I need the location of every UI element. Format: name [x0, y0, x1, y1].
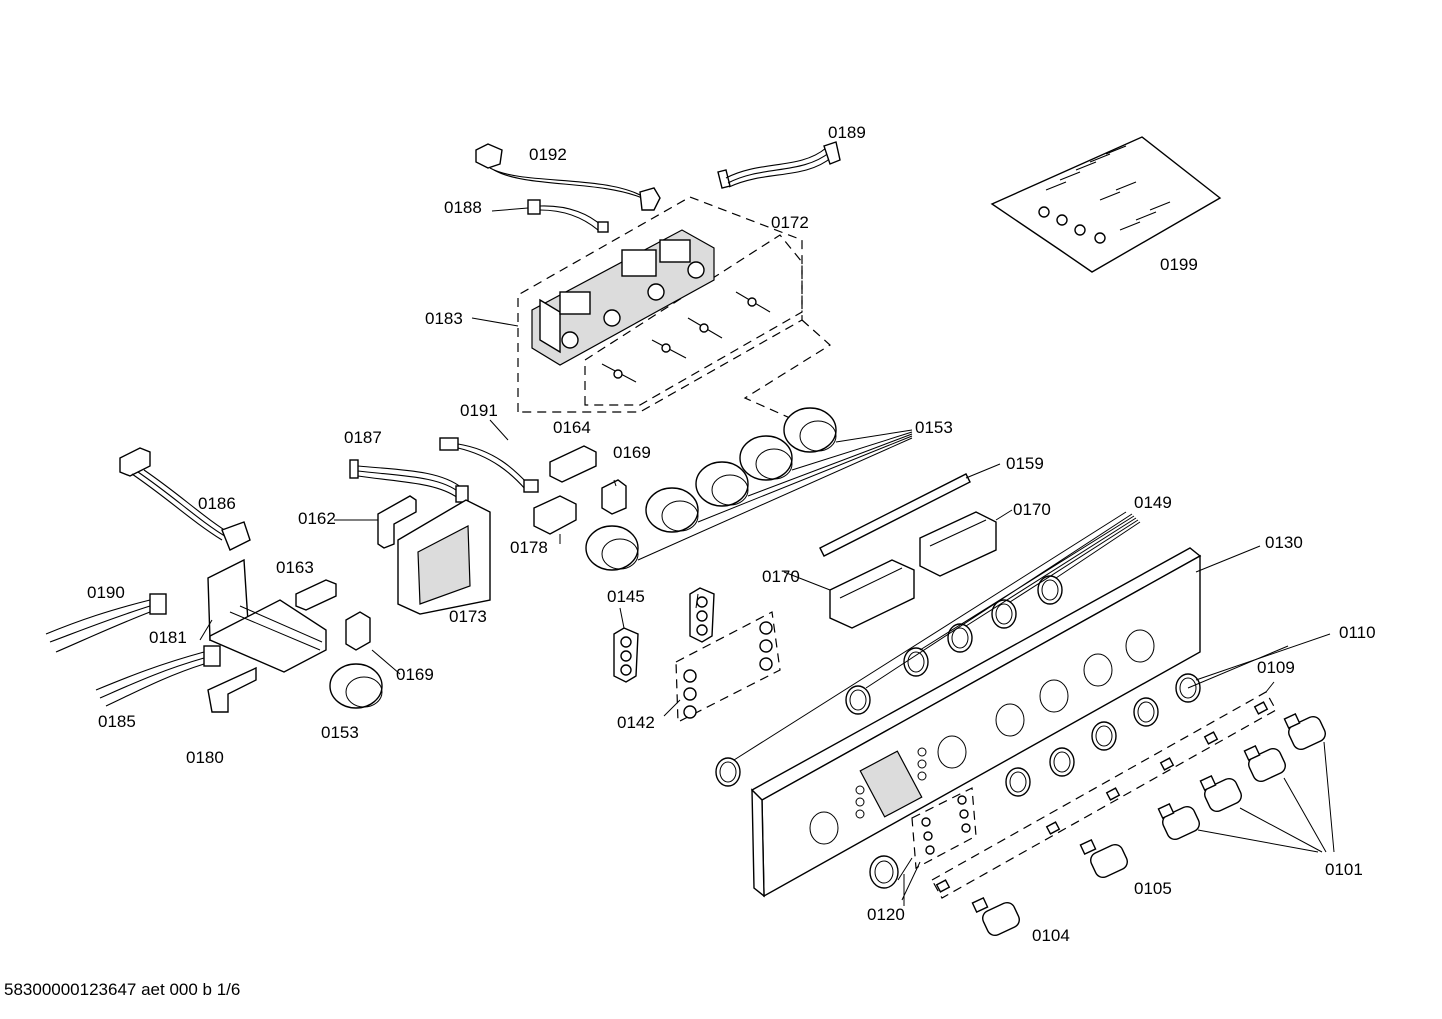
part-0145-grommet-strips — [613, 587, 715, 683]
label-0190: 0190 — [87, 583, 125, 602]
part-0101-knobs — [1157, 713, 1335, 853]
part-0169-holder-bottom — [345, 611, 371, 651]
part-0130-control-panel — [750, 547, 1202, 898]
part-0164-connector — [549, 445, 597, 483]
part-0120-ring-and-screws — [869, 787, 977, 901]
part-0109-insert-strip — [931, 681, 1277, 899]
label-0110: 0110 — [1339, 623, 1376, 642]
label-0162: 0162 — [298, 509, 336, 528]
label-0101: 0101 — [1325, 860, 1363, 879]
leader-lines — [199, 207, 1289, 906]
label-0188: 0188 — [444, 198, 482, 217]
label-0172: 0172 — [771, 213, 809, 232]
label-0169-top: 0169 — [613, 443, 651, 462]
part-0186-harness — [119, 447, 251, 551]
part-0180-bracket — [207, 666, 257, 713]
label-0191: 0191 — [460, 401, 498, 420]
part-0163-connector — [295, 579, 337, 611]
label-0173: 0173 — [449, 607, 487, 626]
part-labels: 0192 0189 0188 0172 0199 0183 0191 0153 … — [87, 123, 1376, 945]
label-0187: 0187 — [344, 428, 382, 447]
label-0189: 0189 — [828, 123, 866, 142]
part-0199-screw-bag — [990, 136, 1222, 273]
part-0183-control-module — [517, 196, 831, 419]
label-0120: 0120 — [867, 905, 905, 924]
label-0169-bottom: 0169 — [396, 665, 434, 684]
label-0185: 0185 — [98, 712, 136, 731]
label-0149: 0149 — [1134, 493, 1172, 512]
part-0162-bracket — [377, 495, 417, 549]
part-0172-spindles — [601, 291, 771, 383]
label-0183: 0183 — [425, 309, 463, 328]
label-0186: 0186 — [198, 494, 236, 513]
label-0105: 0105 — [1134, 879, 1172, 898]
label-0180: 0180 — [186, 748, 224, 767]
label-0170-right: 0170 — [1013, 500, 1051, 519]
label-0145: 0145 — [607, 587, 645, 606]
label-0178: 0178 — [510, 538, 548, 557]
part-0191-cable — [439, 437, 539, 493]
label-0181: 0181 — [149, 628, 187, 647]
part-0142-grommets — [675, 611, 781, 723]
part-0192-cable — [475, 143, 661, 211]
label-0159: 0159 — [1006, 454, 1044, 473]
part-0181-terminal-block — [207, 558, 327, 673]
part-0187-ribbon-cable — [349, 459, 469, 503]
part-0149-trim-rings — [715, 511, 1141, 787]
label-0163: 0163 — [276, 558, 314, 577]
part-0173-display-module — [397, 499, 491, 615]
part-0159-strip — [819, 463, 1001, 557]
label-0153-bottom: 0153 — [321, 723, 359, 742]
part-0170-holder-left — [829, 559, 915, 629]
part-0183-switches — [559, 239, 705, 349]
part-0190-harness — [45, 593, 167, 653]
part-0169-holder-top — [601, 479, 627, 515]
part-0104-knob — [971, 897, 1020, 937]
label-0170-left: 0170 — [762, 567, 800, 586]
label-0109: 0109 — [1257, 658, 1295, 677]
part-0178-switch — [533, 495, 577, 535]
part-0170-holder-right — [919, 511, 997, 577]
document-reference: 58300000123647 aet 000 b 1/6 — [4, 980, 241, 999]
label-0142: 0142 — [617, 713, 655, 732]
label-0104: 0104 — [1032, 926, 1070, 945]
part-0189-ribbon-cable — [717, 141, 841, 189]
part-0185-harness — [95, 645, 221, 707]
label-0192: 0192 — [529, 145, 567, 164]
part-0105-knob — [1079, 839, 1128, 879]
label-0153-top: 0153 — [915, 418, 953, 437]
part-0188-cable — [527, 199, 609, 233]
label-0199: 0199 — [1160, 255, 1198, 274]
part-0153-bezels — [329, 407, 913, 709]
label-0130: 0130 — [1265, 533, 1303, 552]
label-0164: 0164 — [553, 418, 591, 437]
